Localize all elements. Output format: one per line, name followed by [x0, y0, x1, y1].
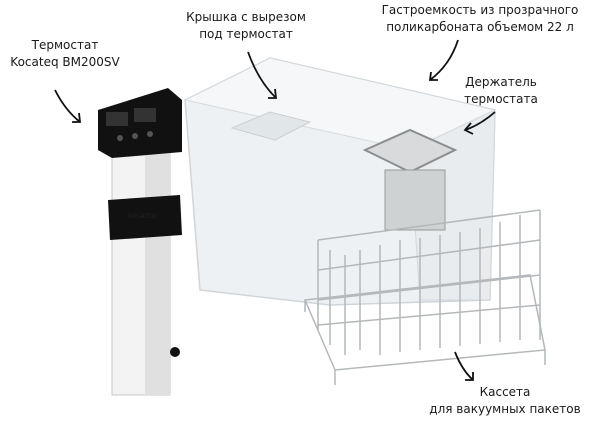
label-line: под термостат: [199, 27, 293, 41]
arrow-thermostat-icon: [54, 89, 82, 123]
label-line: для вакуумных пакетов: [429, 402, 581, 416]
vacuum-bag-rack: [303, 209, 546, 385]
label-rack: Кассета для вакуумных пакетов: [429, 384, 580, 418]
label-line: поликарбоната объемом 22 л: [386, 20, 574, 34]
label-line: Крышка с вырезом: [186, 10, 306, 24]
arrow-container-icon: [428, 39, 459, 81]
label-line: термостата: [464, 92, 538, 106]
label-lid: Крышка с вырезом под термостат: [186, 9, 306, 43]
thermostat-holder: [362, 128, 458, 231]
label-line: Держатель: [465, 75, 537, 89]
label-line: Кассета: [479, 385, 531, 399]
callout-arrows: [54, 39, 496, 381]
label-container: Гастроемкость из прозрачного поликарбона…: [382, 2, 579, 36]
arrow-lid-icon: [247, 51, 278, 99]
thermostat-device: KOCATEQ: [98, 88, 182, 396]
label-line: Kocateq BM200SV: [10, 55, 120, 69]
polycarbonate-container: [183, 57, 497, 306]
lid-cutout: [230, 111, 312, 141]
brand-logo: KOCATEQ: [128, 213, 157, 220]
label-thermostat: Термостат Kocateq BM200SV: [10, 37, 119, 71]
label-line: Термостат: [31, 38, 99, 52]
label-line: Гастроемкость из прозрачного: [381, 3, 579, 17]
label-holder: Держатель термостата: [464, 74, 538, 108]
arrow-rack-icon: [454, 351, 474, 381]
arrow-holder-icon: [463, 111, 496, 135]
power-button-icon: [170, 347, 180, 357]
